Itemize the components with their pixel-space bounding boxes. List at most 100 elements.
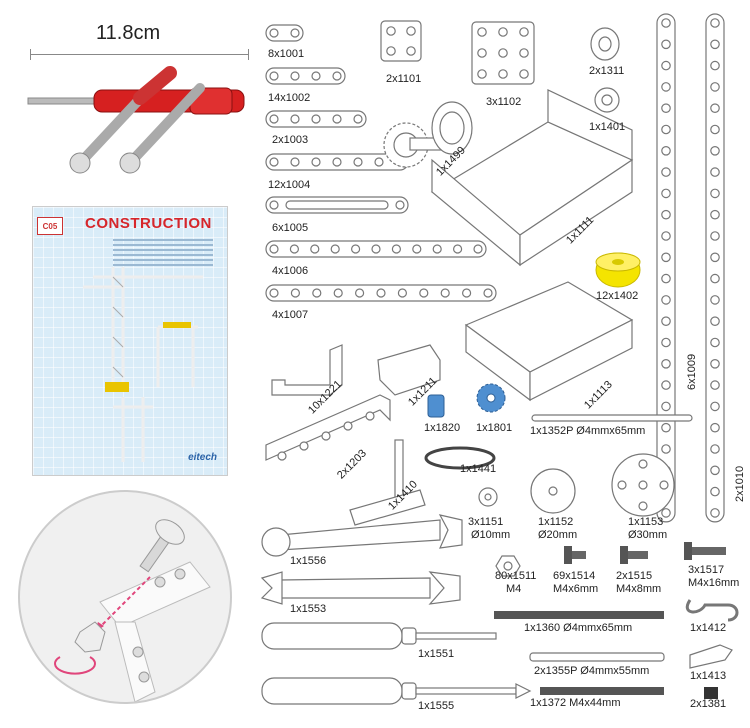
- assembly-detail-circle: [18, 490, 232, 704]
- label-1004: 12x1004: [268, 179, 311, 191]
- label-1007: 4x1007: [272, 309, 309, 321]
- part-1352-axle: [531, 414, 693, 422]
- part-1556-wrench-shank: [279, 519, 441, 551]
- manual-grid: [33, 207, 227, 475]
- part-1102-plate: [471, 21, 535, 85]
- label-1555: 1x1555: [418, 700, 455, 712]
- label-1151-count: 3x1151: [468, 516, 504, 528]
- part-1003-strip: [265, 110, 367, 128]
- part-1551-screwdriver-ferrule: [401, 627, 417, 645]
- part-1499-wheel-inner: [439, 111, 465, 145]
- part-1002-strip: [265, 67, 346, 85]
- part-1372-threaded-rod: [540, 687, 664, 695]
- part-1311-hub: [598, 36, 612, 52]
- part-1517-bolt-head: [684, 542, 692, 560]
- label-1102: 3x1102: [486, 96, 522, 108]
- part-1203-hole: [299, 441, 309, 451]
- label-1003: 2x1003: [272, 134, 309, 146]
- part-1153-disc-hole: [638, 501, 648, 511]
- part-1203-hole: [343, 421, 353, 431]
- manual-text-lines: [113, 239, 213, 269]
- part-1441-rubber-band: [424, 446, 496, 470]
- part-1153-disc-hole: [638, 480, 648, 490]
- label-1360: 1x1360 Ø4mmx65mm: [524, 622, 633, 634]
- measure-line: [30, 54, 248, 55]
- label-1517-size: M4x16mm: [688, 577, 740, 589]
- label-1002: 14x1002: [268, 92, 311, 104]
- label-1311: 2x1311: [589, 65, 625, 77]
- part-1203-hole: [321, 431, 331, 441]
- label-1556: 1x1556: [290, 555, 327, 567]
- label-1153-size: Ø30mm: [628, 529, 668, 541]
- label-1101: 2x1101: [386, 73, 422, 85]
- part-1553-wrench-jaw-right: [428, 571, 461, 605]
- part-1801-blue-gear-hub: [486, 393, 496, 403]
- label-1153-count: 1x1153: [628, 516, 664, 528]
- part-1555-screwdriver-tip: [515, 683, 532, 699]
- part-1555-screwdriver-shaft: [415, 687, 517, 695]
- label-1001: 8x1001: [268, 48, 305, 60]
- label-1152-count: 1x1152: [538, 516, 574, 528]
- measure-text: 11.8cm: [96, 22, 161, 44]
- part-1153-disc-hole: [659, 480, 669, 490]
- part-1111-tray-side-front: [519, 158, 633, 267]
- label-1005: 6x1005: [272, 222, 309, 234]
- part-1001-strip: [265, 24, 304, 42]
- part-1203-hole: [277, 451, 287, 461]
- part-1111-tray-side-back: [547, 89, 633, 161]
- label-1511-count: 80x1511: [495, 570, 537, 582]
- part-1005-slotted-strip: [265, 196, 409, 214]
- part-1553-wrench-shank: [279, 577, 431, 599]
- label-1402: 12x1402: [596, 290, 639, 302]
- label-1151-size: Ø10mm: [471, 529, 511, 541]
- label-1152-size: Ø20mm: [538, 529, 578, 541]
- part-1514-bolt-head: [564, 546, 572, 564]
- part-1515-bolt-shaft: [628, 551, 648, 559]
- part-1211-bracket: [377, 344, 441, 396]
- part-1221-bracket: [271, 344, 343, 396]
- part-1514-bolt-shaft: [572, 551, 586, 559]
- measure-tick-left: [30, 49, 31, 60]
- part-1009-long-strip: [656, 13, 676, 523]
- part-1006-strip: [265, 240, 487, 258]
- manual-title: CONSTRUCTION: [85, 215, 212, 232]
- part-1151-washer-hole: [484, 493, 492, 501]
- label-1801: 1x1801: [476, 422, 513, 434]
- label-1511-size: M4: [506, 583, 522, 595]
- label-1006: 4x1006: [272, 265, 309, 277]
- label-1010: 2x1010: [734, 465, 746, 502]
- label-1514-count: 69x1514: [553, 570, 596, 582]
- part-1410-crank-arm: [349, 489, 426, 526]
- measure-tick-right: [248, 49, 249, 60]
- part-1355-axle: [529, 652, 665, 662]
- manual-code: C05: [37, 217, 63, 235]
- crane-model-image: [83, 267, 203, 462]
- label-1352: 1x1352P Ø4mmx65mm: [530, 425, 646, 437]
- label-1514-size: M4x6mm: [553, 583, 599, 595]
- part-1203-angle-strip: [265, 394, 391, 461]
- part-1203-hole: [365, 411, 375, 421]
- part-1153-disc-hole: [638, 459, 648, 469]
- part-1113-tray-side-front: [529, 319, 633, 401]
- part-1381-clip: [704, 687, 718, 699]
- part-1556-wrench-jaw: [438, 514, 463, 549]
- part-1360-threaded-rod: [494, 611, 664, 619]
- label-1515-count: 2x1515: [616, 570, 653, 582]
- part-1402-spacer-hole: [612, 259, 624, 265]
- label-1009: 6x1009: [686, 353, 698, 390]
- label-1381: 2x1381: [690, 698, 727, 710]
- part-1401-hole: [601, 94, 613, 106]
- part-1007-strip: [265, 284, 497, 302]
- part-1413-lever: [689, 644, 733, 669]
- part-1555-screwdriver-handle: [261, 677, 403, 705]
- part-1517-bolt-shaft: [692, 547, 726, 555]
- part-1101-plate: [380, 20, 422, 62]
- label-1413: 1x1413: [690, 670, 727, 682]
- label-1820: 1x1820: [424, 422, 461, 434]
- part-1010-long-strip: [705, 13, 725, 523]
- manual-brand: eitech: [188, 452, 217, 463]
- part-1551-screwdriver-shaft: [415, 632, 497, 640]
- label-1372: 1x1372 M4x44mm: [530, 697, 621, 709]
- part-1412-hook: [685, 599, 739, 622]
